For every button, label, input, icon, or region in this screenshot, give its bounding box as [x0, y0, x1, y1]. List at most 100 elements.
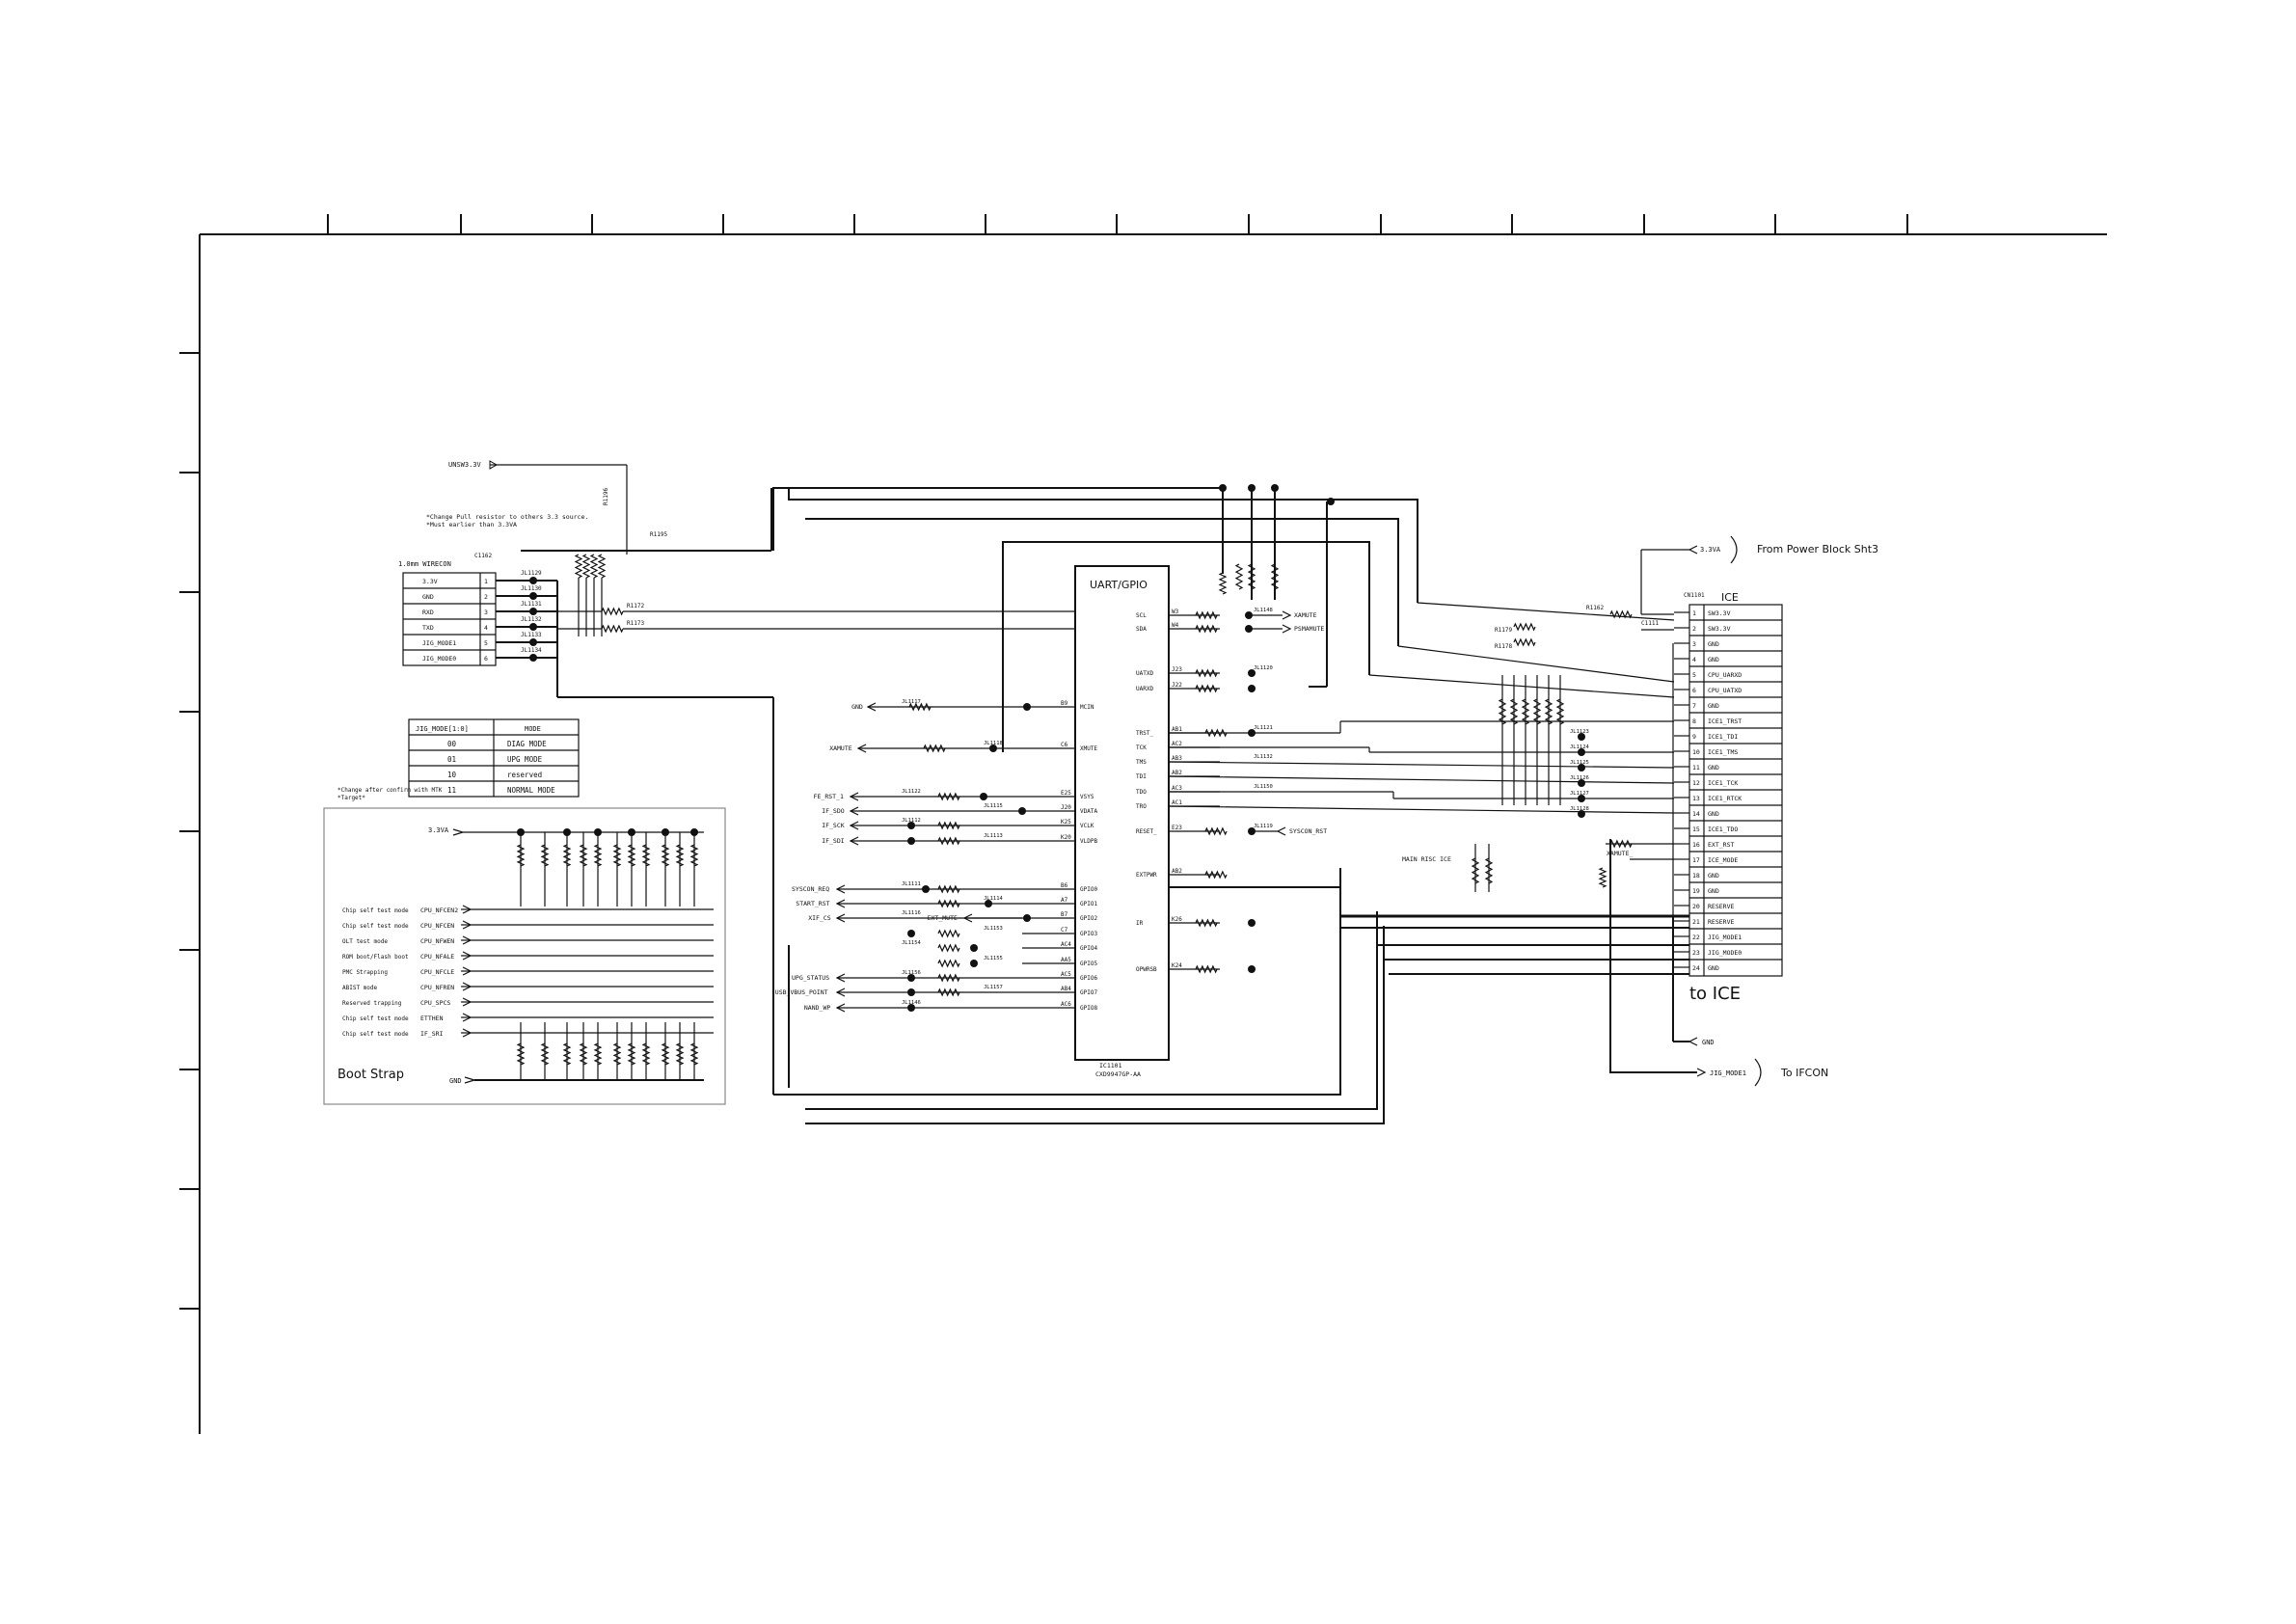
ice-side: 3.3VA From Power Block Sht3 MAIN RISC IC… — [1168, 535, 1878, 1087]
ic-right-net-arrow — [1282, 610, 1292, 620]
bus-resistor — [1195, 610, 1218, 620]
boot-pulldown-resistor — [627, 1042, 636, 1066]
ice-pin-number: 17 — [1692, 856, 1700, 864]
ic-pin-number: AC4 — [1061, 941, 1071, 948]
ice-pin-name: RESERVE — [1708, 918, 1734, 926]
reset-resistor — [1204, 826, 1228, 836]
junction-dot — [1578, 764, 1585, 771]
ic-pin-name: RESET_ — [1136, 828, 1157, 835]
ice-pin-name: JIG_MODE0 — [1708, 949, 1742, 957]
ic-pin-number: E23 — [1172, 825, 1182, 831]
boot-pullup-resistor — [516, 844, 526, 867]
junction-dot — [922, 885, 930, 893]
junction-dot — [907, 822, 915, 829]
wire — [1397, 645, 1675, 683]
junction-dot — [907, 930, 915, 937]
ic-jumper-label: JL1132 — [1254, 754, 1273, 760]
jumper-label: JL1132 — [521, 616, 542, 623]
ice-pin-name: GND — [1708, 640, 1719, 648]
ic-series-resistor — [937, 929, 960, 938]
junction-dot — [970, 944, 978, 952]
boot-row-net: CPU_NFWEN — [420, 937, 454, 945]
boot-pullup-resistor — [675, 844, 685, 867]
ice-resistor-label: R1162 — [1586, 605, 1604, 611]
ic-pin-number: J20 — [1061, 804, 1071, 811]
ic-pin-number: C6 — [1061, 742, 1068, 748]
ic-pin-name: TRST_ — [1136, 730, 1153, 737]
ic-series-resistor — [937, 821, 960, 830]
ic-pin-name: UATXD — [1136, 670, 1153, 677]
ic-jumper-label: JL1117 — [902, 699, 921, 705]
boot-pulldown-resistor — [641, 1042, 651, 1066]
pin-junction — [529, 592, 537, 600]
boot-pullup-resistor — [627, 844, 636, 867]
ic-jumper-label: JL1156 — [902, 970, 921, 976]
note-pull-2: *Must earlier than 3.3VA — [426, 521, 517, 528]
ice-pin-number: 13 — [1692, 795, 1700, 802]
ic-jumper-label: JL1146 — [902, 1000, 921, 1006]
ice-series-resistor — [1609, 609, 1633, 619]
wire — [1368, 674, 1675, 698]
main-risc-label: MAIN RISC ICE — [1402, 855, 1451, 863]
ic-jumper-label: JL1150 — [1254, 784, 1273, 790]
boot-row-description: Chip self test mode — [342, 1015, 409, 1022]
ic-pin-name: IR — [1136, 920, 1144, 927]
boot-row-description: Chip self test mode — [342, 923, 409, 930]
boot-pullup-resistor — [689, 844, 699, 867]
ice-pin-name: GND — [1708, 702, 1719, 710]
ic-pin-name: TMS — [1136, 759, 1147, 766]
jumper-label: JL1130 — [521, 585, 542, 592]
ic-series-resistor — [937, 973, 960, 983]
ic-left-net: XAMUTE — [829, 744, 852, 752]
mode-code: 00 — [447, 740, 457, 748]
ice-resistor-label: R1178 — [1495, 643, 1512, 650]
ice-pin-number: 12 — [1692, 779, 1700, 787]
connector-title: 1.0mm WIRECON — [398, 560, 451, 568]
ic-pin-name: GPIO6 — [1080, 975, 1097, 982]
boot-row-net: ETTHEN — [420, 1015, 444, 1022]
ic-jumper-label: JL1121 — [1254, 725, 1273, 731]
ice-pin-number: 16 — [1692, 841, 1700, 849]
connector-pin-number: 2 — [484, 593, 488, 601]
ic-jumper-label: JL1118 — [984, 741, 1003, 746]
boot-pullup-resistor — [540, 844, 550, 867]
ice-pin-name: GND — [1708, 764, 1719, 771]
ic-jumper-label: JL1155 — [984, 956, 1003, 961]
ice-pin-number: 11 — [1692, 764, 1700, 771]
boot-pullup-resistor — [593, 844, 603, 867]
wire — [1417, 602, 1675, 621]
ic-jumper-label: JL1148 — [1254, 608, 1273, 613]
pin-junction — [529, 608, 537, 615]
ice-pin-name: GND — [1708, 872, 1719, 880]
bus-resistor — [1195, 684, 1218, 693]
junction-dot — [662, 828, 669, 836]
junction-dot — [907, 988, 915, 996]
ic-pin-name: TCK — [1136, 744, 1147, 751]
junction-dot — [563, 828, 571, 836]
junction-dot — [1248, 685, 1256, 692]
ic-left-net: IF_SCK — [822, 822, 845, 829]
junction-dot — [907, 837, 915, 845]
ic-pin-name: MCIN — [1080, 704, 1094, 711]
ic-jumper-label: JL1116 — [902, 910, 921, 916]
ic-part: CXD9947GP-AA — [1095, 1070, 1141, 1078]
bus-wires — [772, 487, 1689, 1124]
ic-pin-name: SCL — [1136, 612, 1147, 619]
ice-ref: CN1101 — [1684, 592, 1705, 599]
bus-resistor — [1195, 964, 1218, 974]
ice-pin-number: 3 — [1692, 640, 1696, 648]
junction-dot — [594, 828, 602, 836]
ice-jumper-label: JL1126 — [1570, 775, 1589, 781]
junction-dot — [517, 828, 525, 836]
ic-pin-number: K20 — [1061, 834, 1071, 841]
boot-row-description: Chip self test mode — [342, 907, 409, 914]
ice-pin-name: ICE1_RTCK — [1708, 795, 1742, 802]
sheet-frame — [179, 214, 2107, 1434]
mode-code: 11 — [447, 786, 456, 795]
ic-series-resistor — [937, 884, 960, 894]
extpwr-resistor — [1204, 870, 1228, 880]
ic-pin-number: AB4 — [1061, 986, 1071, 992]
wire — [1168, 775, 1675, 784]
